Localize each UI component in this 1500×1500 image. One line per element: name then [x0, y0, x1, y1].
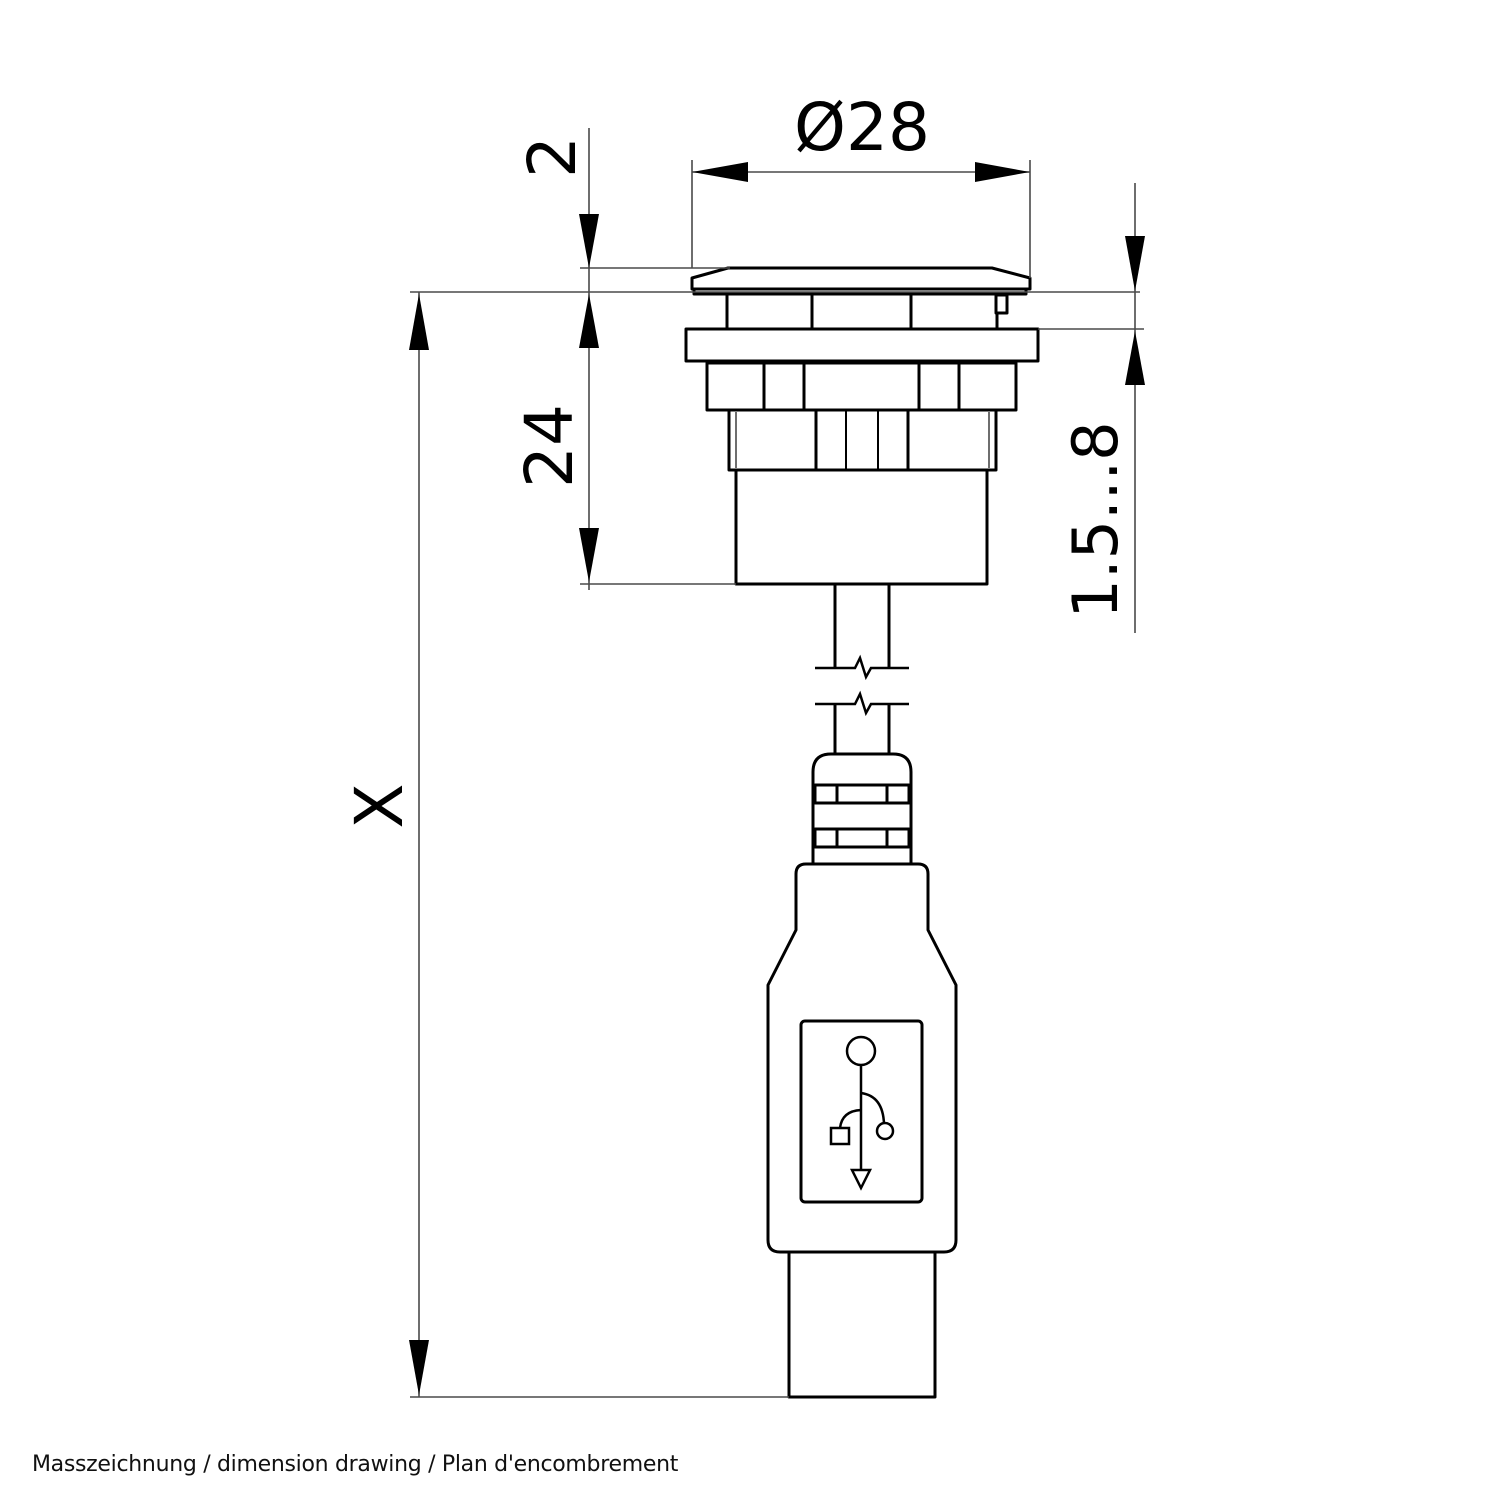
usb-plug [766, 862, 958, 1399]
panel-thickness-label: 1.5...8 [1059, 421, 1132, 618]
cable-length-label: X [341, 783, 418, 828]
drawing-caption: Masszeichnung / dimension drawing / Plan… [32, 1452, 679, 1477]
usb-panel-socket [684, 266, 1040, 586]
socket-key-tab [994, 293, 1009, 315]
strain-relief [811, 752, 913, 866]
socket-neck [725, 292, 999, 331]
mounting-nut-flange [684, 327, 1040, 363]
socket-bezel [690, 266, 1032, 291]
body-depth-label: 24 [511, 404, 588, 488]
usb-connector-shell [787, 1250, 937, 1399]
cable-break-icon [815, 654, 909, 717]
dimension-lines [409, 128, 1145, 1398]
diameter-label: Ø28 [794, 89, 930, 166]
socket-rear-housing [734, 468, 989, 586]
mounting-nut [705, 361, 1018, 412]
threaded-section [727, 408, 998, 472]
bezel-height-label: 2 [514, 136, 591, 178]
usb-symbol-icon [829, 1035, 895, 1191]
cable [815, 584, 909, 754]
